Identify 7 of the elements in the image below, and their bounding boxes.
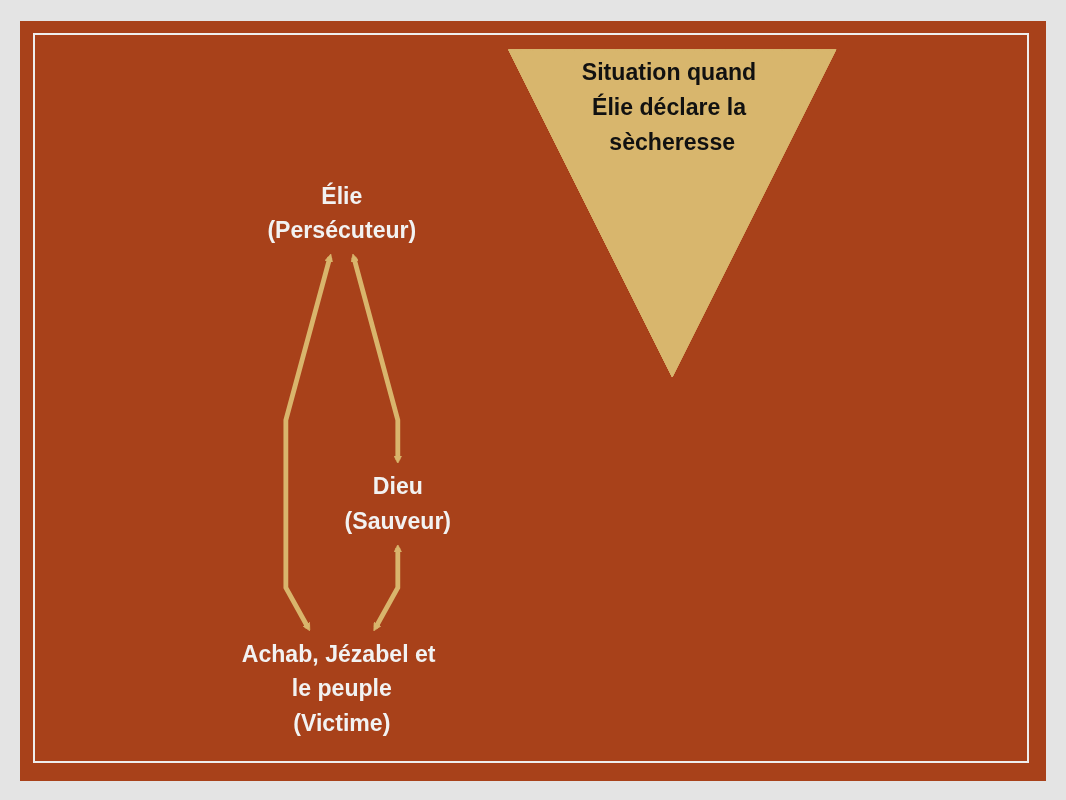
double-arrow xyxy=(373,544,403,632)
text-label: Dieu (Sauveur) xyxy=(344,473,452,534)
text-label: Achab, Jézabel et le peuple (Victime) xyxy=(241,640,436,736)
triangle-shape: Situation quand Élie déclare la sècheresse xyxy=(508,49,837,378)
double-arrow xyxy=(283,253,333,632)
text-label: Élie (Persécuteur) xyxy=(267,182,417,244)
double-arrow xyxy=(350,253,403,464)
